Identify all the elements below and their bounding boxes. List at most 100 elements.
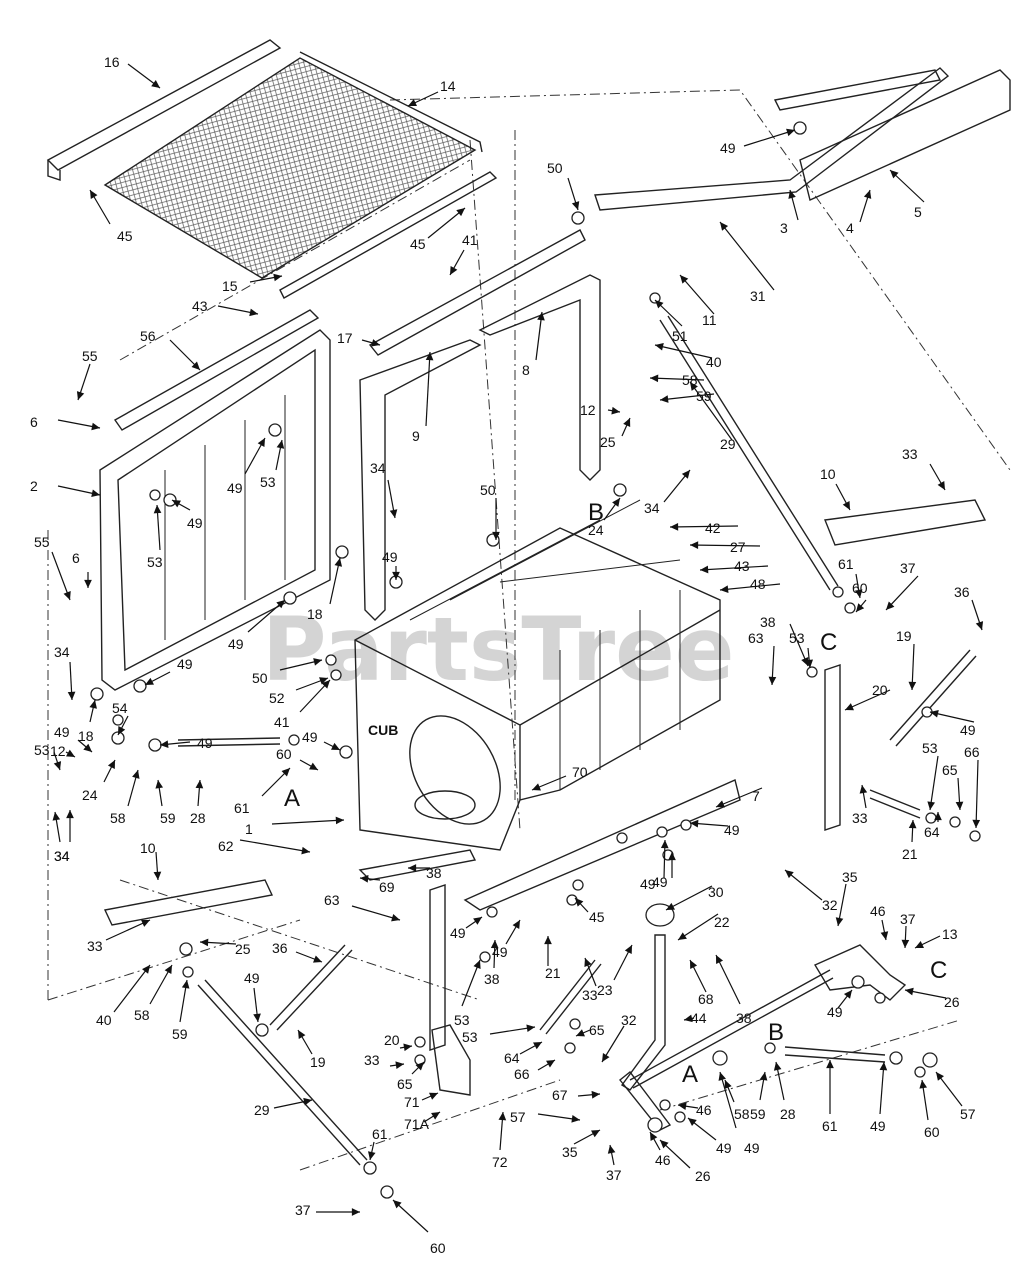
callout-arrowhead — [360, 874, 369, 883]
callout-number: 38 — [484, 971, 500, 987]
pivot-26 — [813, 944, 907, 1001]
callout-number: 49 — [54, 724, 70, 740]
callout-arrowhead — [700, 565, 709, 574]
callout-number: 6 — [72, 550, 80, 566]
callout-number: 37 — [295, 1202, 311, 1218]
callout-number: 35 — [842, 869, 858, 885]
callout-arrowhead — [684, 1014, 693, 1023]
callout-arrowhead — [395, 1061, 404, 1069]
callout-number: 49 — [640, 876, 656, 892]
callout-arrowhead — [584, 958, 592, 967]
callout-number: 33 — [852, 810, 868, 826]
callout-arrowhead — [160, 740, 169, 749]
strap-69 — [358, 849, 477, 881]
callout-number: 67 — [552, 1087, 568, 1103]
callout-arrowhead — [678, 932, 687, 940]
callout-number: 29 — [254, 1102, 270, 1118]
callout-number: 37 — [900, 911, 916, 927]
callout-arrowhead — [607, 1145, 616, 1154]
callout-arrowhead — [720, 222, 729, 231]
callout-number: 63 — [748, 630, 764, 646]
callout-arrowhead — [321, 680, 330, 689]
callout-number: 35 — [562, 1144, 578, 1160]
callout-number: 26 — [944, 994, 960, 1010]
guide-lines — [47, 89, 1011, 1171]
callout-arrowhead — [716, 800, 725, 808]
callout-arrowhead — [253, 1013, 261, 1022]
callout-arrowhead — [331, 742, 340, 750]
callout-number: 71A — [404, 1116, 430, 1132]
callout-number: 60 — [276, 746, 292, 762]
callout-arrowhead — [623, 418, 631, 427]
callout-arrowhead — [602, 1053, 610, 1062]
callout-arrowhead — [281, 768, 290, 777]
callout-arrowhead — [546, 1060, 555, 1068]
callout-number: 49 — [177, 656, 193, 672]
callout-arrowhead — [908, 820, 917, 829]
callout-arrowhead — [880, 931, 889, 940]
callout-number: 23 — [597, 982, 613, 998]
callout-arrowhead — [153, 505, 162, 514]
callout-leader — [351, 905, 401, 921]
callout-arrowhead — [972, 819, 981, 828]
callout-arrowhead — [571, 1115, 580, 1123]
callout-leader — [689, 544, 761, 547]
callout-number: 45 — [117, 228, 133, 244]
strip-56 — [113, 309, 320, 431]
callout-number: 49 — [827, 1004, 843, 1020]
callout-arrowhead — [537, 312, 545, 321]
callout-arrowhead — [678, 1102, 687, 1111]
callout-number: 6 — [30, 414, 38, 430]
callout-number: 59 — [160, 810, 176, 826]
callout-number: 44 — [691, 1010, 707, 1026]
callout-number: 33 — [902, 446, 918, 462]
callout-arrowhead — [805, 659, 814, 668]
callout-number: 55 — [82, 348, 98, 364]
callout-arrowhead — [512, 920, 520, 929]
callout-number: 21 — [545, 965, 561, 981]
callout-arrowhead — [309, 762, 318, 770]
callout-number: 60 — [852, 580, 868, 596]
callout-arrowhead — [655, 343, 664, 351]
callout-number: 66 — [964, 744, 980, 760]
callout-arrowhead — [856, 603, 865, 612]
callout-arrowhead — [575, 898, 584, 907]
callout-number: 55 — [34, 534, 50, 550]
callout-arrowhead — [879, 1062, 888, 1071]
callout-arrowhead — [91, 489, 100, 498]
callout-number: 61 — [822, 1118, 838, 1134]
callout-arrowhead — [66, 810, 74, 819]
callout-arrowhead — [886, 601, 895, 610]
callout-arrowhead — [773, 1062, 782, 1071]
callout-arrowhead — [716, 955, 724, 964]
callout-arrowhead — [492, 531, 500, 540]
callout-number: 37 — [606, 1167, 622, 1183]
callout-number: 20 — [384, 1032, 400, 1048]
callout-arrowhead — [571, 201, 580, 210]
callout-number: 24 — [588, 522, 604, 538]
callout-number: 34 — [54, 644, 70, 660]
callout-arrowhead — [141, 919, 150, 927]
callout-arrowhead — [937, 481, 945, 490]
callout-arrowhead — [141, 965, 150, 974]
callout-number: 10 — [820, 466, 836, 482]
callout-arrowhead — [660, 1140, 669, 1149]
callout-number: 33 — [364, 1052, 380, 1068]
callout-number: 61 — [838, 556, 854, 572]
callout-arrowhead — [915, 941, 924, 948]
callout-arrowhead — [624, 945, 632, 954]
callout-arrowhead — [650, 374, 659, 383]
callout-leader — [51, 551, 71, 601]
callout-number: 63 — [324, 892, 340, 908]
callout-leader — [669, 525, 739, 528]
callout-number: 28 — [780, 1106, 796, 1122]
callout-number: 51 — [672, 328, 688, 344]
callout-leader — [929, 755, 939, 811]
callout-arrowhead — [690, 819, 699, 828]
brackets — [359, 229, 601, 621]
callout-arrowhead — [334, 558, 343, 567]
callout-arrowhead — [660, 840, 669, 849]
callout-number: 49 — [197, 735, 213, 751]
callout-arrowhead — [456, 208, 465, 217]
